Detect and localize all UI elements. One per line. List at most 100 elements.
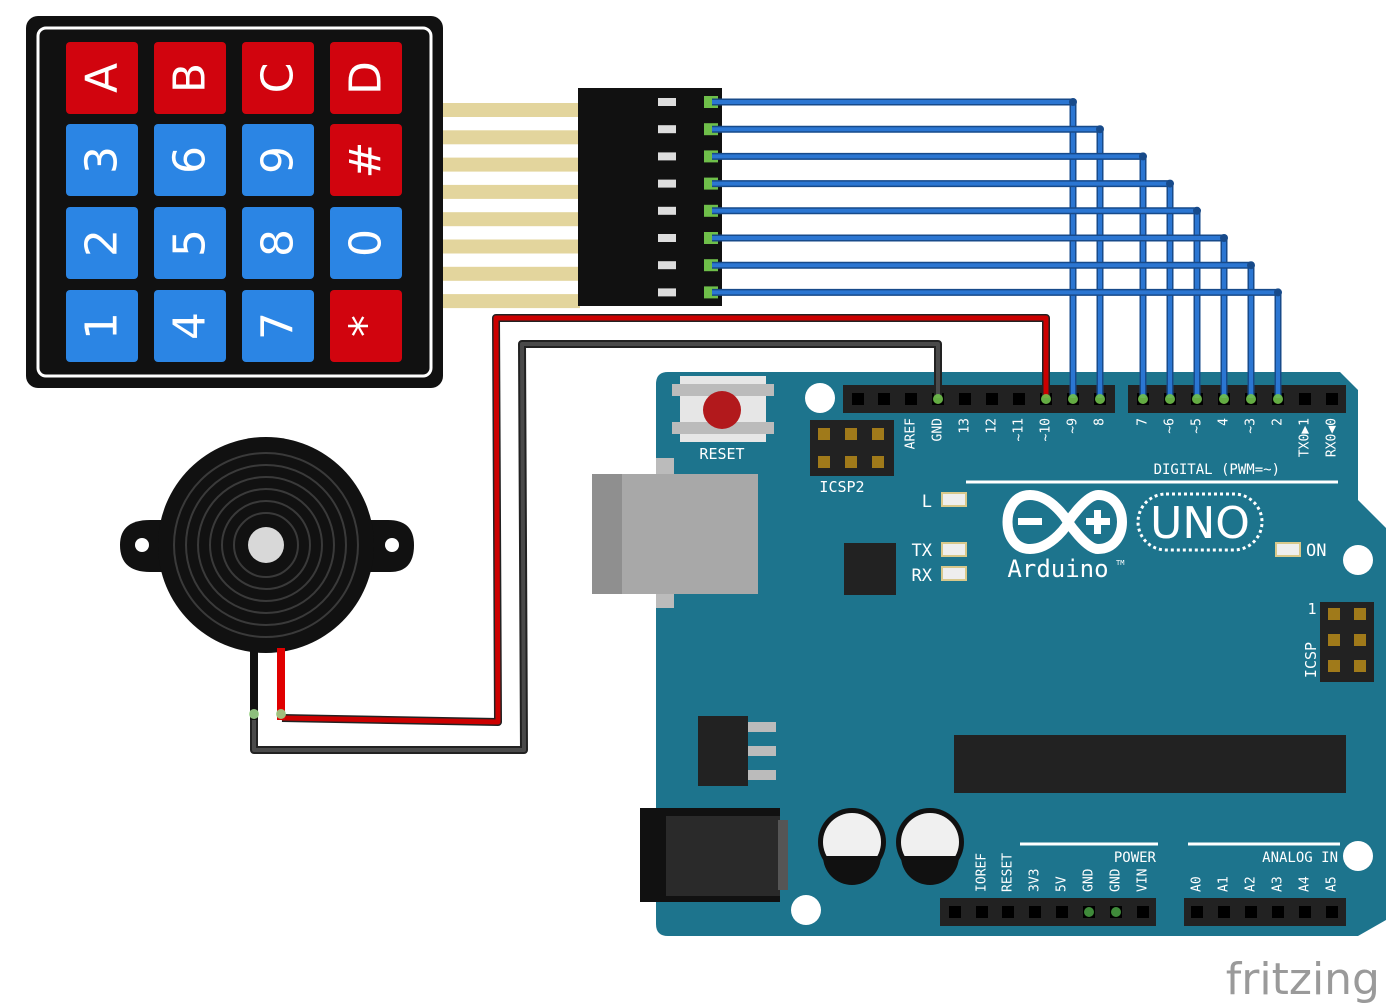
analog-pin-label: A3	[1271, 876, 1286, 892]
keypad-key[interactable]: C	[242, 42, 314, 114]
keypad-key-label: #	[341, 142, 392, 179]
power-pin-label: VIN	[1136, 869, 1151, 892]
keypad-key[interactable]: 2	[66, 207, 138, 279]
header-pin-label: 13	[958, 418, 973, 434]
keypad-key-label: 7	[253, 312, 304, 340]
icsp2-header	[810, 420, 894, 476]
header-pin-label: ~6	[1163, 418, 1178, 434]
voltage-regulator	[698, 716, 776, 786]
piezo-buzzer	[120, 437, 414, 653]
header-pin-label: ~3	[1244, 418, 1259, 434]
keypad-key[interactable]: A	[66, 42, 138, 114]
keypad-key[interactable]: #	[330, 124, 402, 196]
microcontroller-chip	[844, 543, 896, 595]
analog-pin-label: A2	[1244, 876, 1259, 892]
analog-pin-label: A1	[1217, 876, 1232, 892]
usb-connector	[592, 458, 758, 608]
keypad-key[interactable]: *	[330, 290, 402, 362]
led-tx-label: TX	[912, 541, 933, 561]
led-rx	[941, 566, 967, 581]
analog-pin-label: A5	[1325, 876, 1340, 892]
keypad-key-label: 1	[77, 312, 128, 340]
led-on-label: ON	[1306, 541, 1326, 561]
icsp-pin1-label: 1	[1307, 600, 1316, 618]
analog-pin-label: A4	[1298, 876, 1313, 892]
icsp2-label: ICSP2	[819, 478, 864, 496]
keypad-key-label: *	[341, 315, 392, 337]
led-l-label: L	[922, 492, 932, 512]
power-pin-label: 5V	[1055, 876, 1070, 892]
keypad-key[interactable]: B	[154, 42, 226, 114]
led-l	[941, 492, 967, 507]
power-pin-label: RESET	[1001, 853, 1016, 892]
keypad-key-label: 6	[165, 146, 216, 174]
power-pin-label: GND	[1082, 868, 1097, 892]
keypad-key[interactable]: 6	[154, 124, 226, 196]
power-pin-label: 3V3	[1028, 869, 1043, 892]
keypad-wires	[712, 98, 1282, 398]
led-tx	[941, 542, 967, 557]
header-pin-label: RX0◀0	[1325, 418, 1340, 457]
keypad-ribbon-cable	[443, 96, 580, 309]
analog-header	[1184, 898, 1346, 926]
capacitor-1	[818, 808, 886, 885]
keypad-key[interactable]: 9	[242, 124, 314, 196]
capacitor-2	[896, 808, 964, 885]
power-pin-label: IOREF	[975, 853, 990, 892]
keypad-key[interactable]: 1	[66, 290, 138, 362]
keypad-key-label: 8	[253, 229, 304, 257]
header-pin-label: ~9	[1066, 418, 1081, 434]
arduino-logo: UNO Arduino TM	[1002, 489, 1264, 583]
keypad-key-label: 9	[253, 146, 304, 174]
digital-header-right	[1128, 385, 1346, 413]
header-pin-label: ~5	[1190, 418, 1205, 434]
keypad-key[interactable]: 5	[154, 207, 226, 279]
digital-pwm-label: DIGITAL (PWM=~)	[1154, 462, 1280, 478]
icsp-header	[1320, 602, 1374, 682]
keypad-key-label: 4	[165, 312, 216, 340]
keypad-key-label: 5	[165, 229, 216, 257]
reset-button[interactable]	[672, 376, 774, 442]
led-rx-label: RX	[912, 566, 933, 586]
header-pin-label: AREF	[904, 418, 919, 449]
power-pin-label: GND	[1109, 868, 1124, 892]
keypad-key[interactable]: 0	[330, 207, 402, 279]
red-wire	[281, 314, 1050, 726]
black-wire	[250, 340, 942, 754]
logo-tm: TM	[1116, 559, 1124, 567]
keypad-key[interactable]: 4	[154, 290, 226, 362]
power-label: POWER	[1114, 850, 1157, 866]
power-jack	[640, 808, 788, 902]
analog-pin-label: A0	[1190, 876, 1205, 892]
keypad-key-label: B	[165, 63, 216, 93]
header-pin-label: 4	[1217, 418, 1232, 426]
keypad-key-label: C	[253, 63, 304, 94]
keypad-key-label: D	[341, 61, 392, 95]
keypad-key[interactable]: 3	[66, 124, 138, 196]
keypad-key[interactable]: D	[330, 42, 402, 114]
analog-in-label: ANALOG IN	[1262, 850, 1338, 866]
header-pin-label: 7	[1136, 418, 1151, 426]
buzzer-leads	[249, 648, 286, 720]
power-header	[940, 898, 1156, 926]
header-pin-label: ~10	[1039, 418, 1054, 441]
header-pin-label: 2	[1271, 418, 1286, 426]
keypad-key[interactable]: 8	[242, 207, 314, 279]
keypad-key-label: 2	[77, 229, 128, 257]
arduino-uno-board: RESET ICSP2 AREF GND 13 1 2 ~11 ~10 ~9 8 7 ~6 ~5 4 ~3…	[592, 372, 1386, 936]
header-pin-label: ~11	[1012, 418, 1027, 441]
led-on	[1275, 542, 1301, 557]
icsp-label: ICSP	[1302, 642, 1320, 678]
header-pin-label: TX0▶1	[1298, 418, 1313, 457]
logo-uno-text: UNO	[1150, 498, 1250, 549]
keypad-key[interactable]: 7	[242, 290, 314, 362]
header-pin-label: 8	[1093, 418, 1108, 426]
fritzing-watermark: fritzing	[1226, 954, 1380, 1005]
keypad-key-label: 0	[341, 229, 392, 257]
reset-label: RESET	[699, 445, 744, 463]
atmega-socket	[954, 735, 1346, 793]
keypad-key-label: A	[77, 63, 128, 93]
